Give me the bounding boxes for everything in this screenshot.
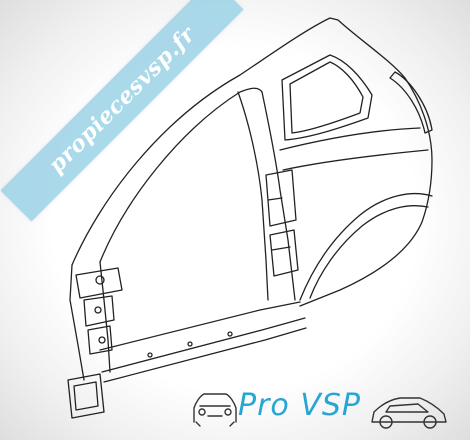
body-crease-upper (279, 127, 421, 151)
rear-lamp-outline (389, 71, 433, 134)
hinge-plate (75, 267, 123, 299)
a-pillar-lower-outer (69, 264, 85, 381)
front-car-icon (193, 393, 237, 423)
roof-inner-edge (99, 87, 263, 263)
hinge-detail-1 (83, 295, 115, 327)
rear-pillar-detail-1 (265, 169, 297, 227)
rear-pillar-detail-3 (267, 197, 283, 201)
logo-text: Pro VSP (238, 388, 361, 423)
hinge-detail-2 (87, 325, 113, 355)
sill-lower-edge (103, 327, 307, 383)
rear-quarter-outer (299, 77, 433, 307)
b-pillar-front (237, 91, 269, 301)
a-pillar-lower-inner (99, 261, 111, 373)
front-foot-block (67, 373, 105, 419)
rear-pillar-detail-2 (269, 229, 299, 277)
hinge-bolt-3 (98, 336, 106, 344)
sill-hole-3 (227, 331, 233, 337)
quarter-window (281, 54, 373, 141)
body-crease-lower (282, 149, 429, 171)
hinge-bolt-1 (95, 275, 105, 285)
rear-pillar-detail-4 (271, 246, 291, 251)
wheel-arch (299, 193, 433, 301)
quarter-window-inner (289, 61, 364, 134)
sill-top (99, 301, 301, 351)
pro-vsp-logo: Pro VSP (190, 382, 450, 434)
b-pillar-rear (261, 91, 296, 301)
sill-hole-2 (187, 341, 193, 347)
front-foot-inner (73, 381, 99, 411)
sill-bottom (101, 317, 306, 373)
hinge-bolt-2 (94, 306, 102, 314)
sill-hole-1 (147, 352, 153, 358)
logo-cars-icon (193, 393, 447, 429)
side-car-icon (371, 397, 447, 423)
roof-outer-edge (71, 17, 406, 266)
wheel-arch-inner (309, 205, 429, 299)
